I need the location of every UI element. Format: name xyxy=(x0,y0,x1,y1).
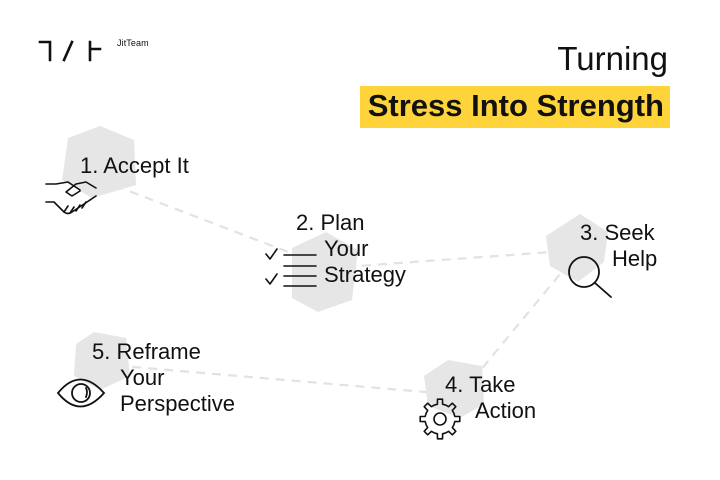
step-4-line-1: 4. Take xyxy=(445,372,516,397)
gear-hub xyxy=(433,412,447,426)
step-5-line-3: Perspective xyxy=(120,391,235,416)
step-2-line-1: 2. Plan xyxy=(296,210,365,235)
connector-2-3 xyxy=(329,248,581,270)
step-5-line-1: 5. Reframe xyxy=(92,339,201,364)
step-5-label: 5. Reframe Your Perspective xyxy=(92,339,235,417)
pentagon-step-5 xyxy=(74,332,130,390)
step-3-line-2: Help xyxy=(612,246,658,271)
step-2-label: 2. Plan Your Strategy xyxy=(296,210,406,288)
pentagon-step-3 xyxy=(546,214,608,282)
checklist-icon xyxy=(265,248,317,287)
step-2-line-3: Strategy xyxy=(324,262,406,287)
logo-mark xyxy=(38,40,102,62)
page-subtitle-highlight: Stress Into Strength xyxy=(359,86,670,128)
handshake-icon xyxy=(45,181,97,215)
brand-name: JitTeam xyxy=(117,38,149,48)
pentagon-step-2 xyxy=(292,232,358,312)
step-4-label: 4. Take Action xyxy=(445,372,536,424)
step-2-line-2: Your xyxy=(324,236,369,261)
gear-icon xyxy=(419,398,461,440)
step-5-line-2: Your xyxy=(120,365,165,390)
pentagon-step-4 xyxy=(424,360,484,418)
connector-4-5 xyxy=(109,363,461,397)
pentagon-step-1 xyxy=(62,126,136,198)
magnifier-icon xyxy=(568,256,612,298)
step-3-line-1: 3. Seek xyxy=(580,220,655,245)
gear-outline xyxy=(419,398,461,440)
step-1-line-1: 1. Accept It xyxy=(80,153,189,178)
step-4-line-2: Action xyxy=(475,398,537,423)
step-1-label: 1. Accept It xyxy=(80,153,189,179)
page-title: Turning xyxy=(557,40,668,77)
step-3-label: 3. Seek Help xyxy=(580,220,657,272)
eye-icon xyxy=(56,378,106,408)
